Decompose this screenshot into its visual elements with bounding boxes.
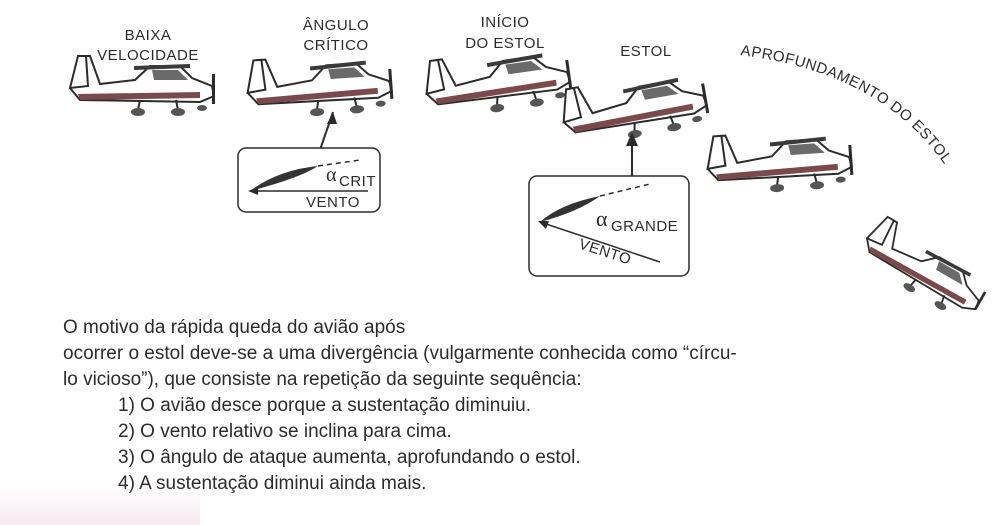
sequence-list: 1) O avião desce porque a sustentação di… xyxy=(63,393,963,497)
label-deepening: APROFUNDAMENTO DO ESTOL xyxy=(740,42,956,167)
alpha-large-subscript: GRANDE xyxy=(611,218,678,235)
label-stall: ESTOL xyxy=(620,43,671,60)
inset-critical: α CRIT VENTO xyxy=(237,111,381,213)
label-low-speed-1: BAIXA xyxy=(125,27,172,44)
arrowhead-icon xyxy=(327,112,337,124)
page-edge-shade xyxy=(0,485,200,525)
label-stall-start-1: INÍCIO xyxy=(481,14,530,31)
label-critical-angle-2: CRÍTICO xyxy=(303,37,368,54)
chord-extension xyxy=(317,159,361,167)
paragraph-line-2: ocorrer o estol deve-se a uma divergênci… xyxy=(63,343,737,364)
paragraph-line-3: lo vicioso”), que consiste na repetição … xyxy=(63,369,582,390)
paragraph-line-1: O motivo da rápida queda do avião após xyxy=(63,317,406,338)
label-low-speed-2: VELOCIDADE xyxy=(97,47,199,64)
label-critical-angle-1: ÂNGULO xyxy=(303,17,369,34)
label-deepening-path: APROFUNDAMENTO DO ESTOL xyxy=(740,42,955,167)
plane-low-speed xyxy=(69,55,216,117)
wind-line xyxy=(539,221,661,263)
plane-stall-deepening-1 xyxy=(704,125,856,198)
sequence-step-3: 3) O ângulo de ataque aumenta, aprofunda… xyxy=(118,447,581,468)
label-stall-start-2: DO ESTOL xyxy=(465,35,545,52)
arrowhead-icon xyxy=(626,132,638,146)
wind-arrow-icon xyxy=(538,221,549,229)
inset-box-large xyxy=(528,175,690,277)
plane-stall xyxy=(557,64,713,151)
explanation-text: O motivo da rápida queda do avião após o… xyxy=(63,315,963,497)
sequence-step-1: 1) O avião desce porque a sustentação di… xyxy=(118,395,531,416)
plane-stall-deepening-2 xyxy=(853,212,996,310)
alpha-critical: α xyxy=(326,164,337,186)
airfoil-icon xyxy=(540,196,600,222)
inset-box-critical xyxy=(237,147,381,213)
plane-critical-angle xyxy=(244,49,396,122)
inset-large: α GRANDE VENTO xyxy=(528,132,690,277)
wind-arrow-icon xyxy=(248,187,258,195)
alpha-critical-subscript: CRIT xyxy=(339,173,376,190)
sequence-step-4: 4) A sustentação diminui ainda mais. xyxy=(118,473,427,494)
alpha-large: α xyxy=(596,206,608,231)
plane-stall-start xyxy=(421,40,576,123)
airfoil-icon xyxy=(250,166,318,191)
stall-diagram: BAIXA VELOCIDADE ÂNGULO CRÍTICO INÍCIO D… xyxy=(69,14,996,310)
sequence-step-2: 2) O vento relativo se inclina para cima… xyxy=(118,421,452,442)
wind-label-critical: VENTO xyxy=(306,194,360,211)
